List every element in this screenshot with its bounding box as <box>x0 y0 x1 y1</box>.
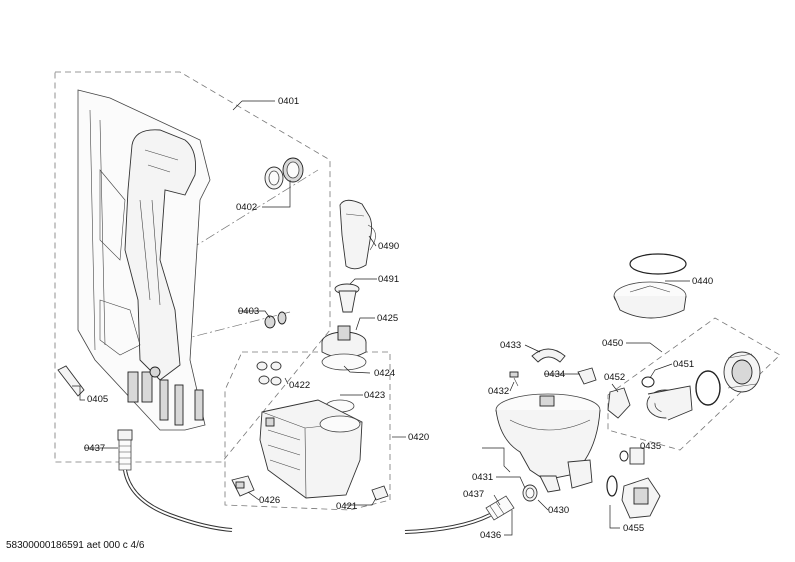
callout-0421: 0421 <box>336 501 357 512</box>
callout-0420: 0420 <box>408 432 429 443</box>
part-0451-circulation-pump <box>646 385 693 421</box>
part-0451-seal <box>641 376 655 388</box>
part-0437-hose-connector-left <box>117 429 133 471</box>
callout-0490: 0490 <box>378 241 399 252</box>
part-0425-lid <box>321 325 367 359</box>
part-0491-cap <box>334 283 360 313</box>
part-0433-bracket <box>531 348 566 363</box>
callout-0405: 0405 <box>87 394 108 405</box>
callout-0423: 0423 <box>364 390 385 401</box>
part-0436-drain-hose-right <box>404 513 491 534</box>
callout-0440: 0440 <box>692 276 713 287</box>
part-0432-screw <box>509 371 519 387</box>
group-outline-0450 <box>607 317 781 451</box>
callout-0430: 0430 <box>548 505 569 516</box>
part-0430-sump <box>495 393 601 493</box>
axis-line <box>159 169 319 269</box>
part-0450-pump-ring <box>695 370 721 406</box>
callout-0491: 0491 <box>378 274 399 285</box>
part-0420-water-softener <box>259 399 363 499</box>
part-0403-fittings <box>264 311 287 329</box>
callout-0424: 0424 <box>374 368 395 379</box>
callout-0402: 0402 <box>236 202 257 213</box>
callout-0425: 0425 <box>377 313 398 324</box>
part-0440-ring <box>629 253 687 275</box>
callout-0452: 0452 <box>604 372 625 383</box>
part-0431-coupling <box>522 484 538 502</box>
part-0402-seal-rings <box>264 157 304 190</box>
callout-labels: 0401 0402 0403 0405 0420 0421 0422 0423 … <box>84 96 713 541</box>
part-0440-heat-pump-cover <box>613 281 687 319</box>
part-0452-bracket <box>607 387 631 419</box>
callout-0433: 0433 <box>500 340 521 351</box>
part-0450-pump-motor <box>723 351 761 393</box>
callout-0435: 0435 <box>640 441 661 452</box>
part-0455-pump <box>606 475 661 519</box>
callout-0451: 0451 <box>673 359 694 370</box>
part-0436-drain-hose <box>123 469 233 532</box>
part-0434-clip <box>577 367 597 385</box>
part-0490-jug <box>339 199 376 270</box>
callout-0401: 0401 <box>278 96 299 107</box>
callout-0437-left: 0437 <box>84 443 105 454</box>
part-0421-clip <box>371 485 389 501</box>
document-code: 58300000186591 aet 000 c 4/6 <box>6 540 145 551</box>
part-0424-ring <box>321 353 367 371</box>
part-0426-connector <box>231 475 255 497</box>
callout-0422: 0422 <box>289 380 310 391</box>
part-0435-sensor <box>619 447 645 465</box>
callout-0450: 0450 <box>602 338 623 349</box>
callout-0437-right: 0437 <box>463 489 484 500</box>
group-outline-0401 <box>54 71 331 463</box>
callout-0403: 0403 <box>238 306 259 317</box>
callout-0432: 0432 <box>488 386 509 397</box>
part-0437-hose-connector-right <box>485 495 515 521</box>
part-0422-seals <box>256 361 282 386</box>
callout-0426: 0426 <box>259 495 280 506</box>
callout-0455: 0455 <box>623 523 644 534</box>
part-0401-water-pocket <box>77 89 211 431</box>
callout-0434: 0434 <box>544 369 565 380</box>
callout-0436: 0436 <box>480 530 501 541</box>
callout-0431: 0431 <box>472 472 493 483</box>
part-0405-clip <box>57 365 85 397</box>
leader-lines <box>72 100 690 536</box>
